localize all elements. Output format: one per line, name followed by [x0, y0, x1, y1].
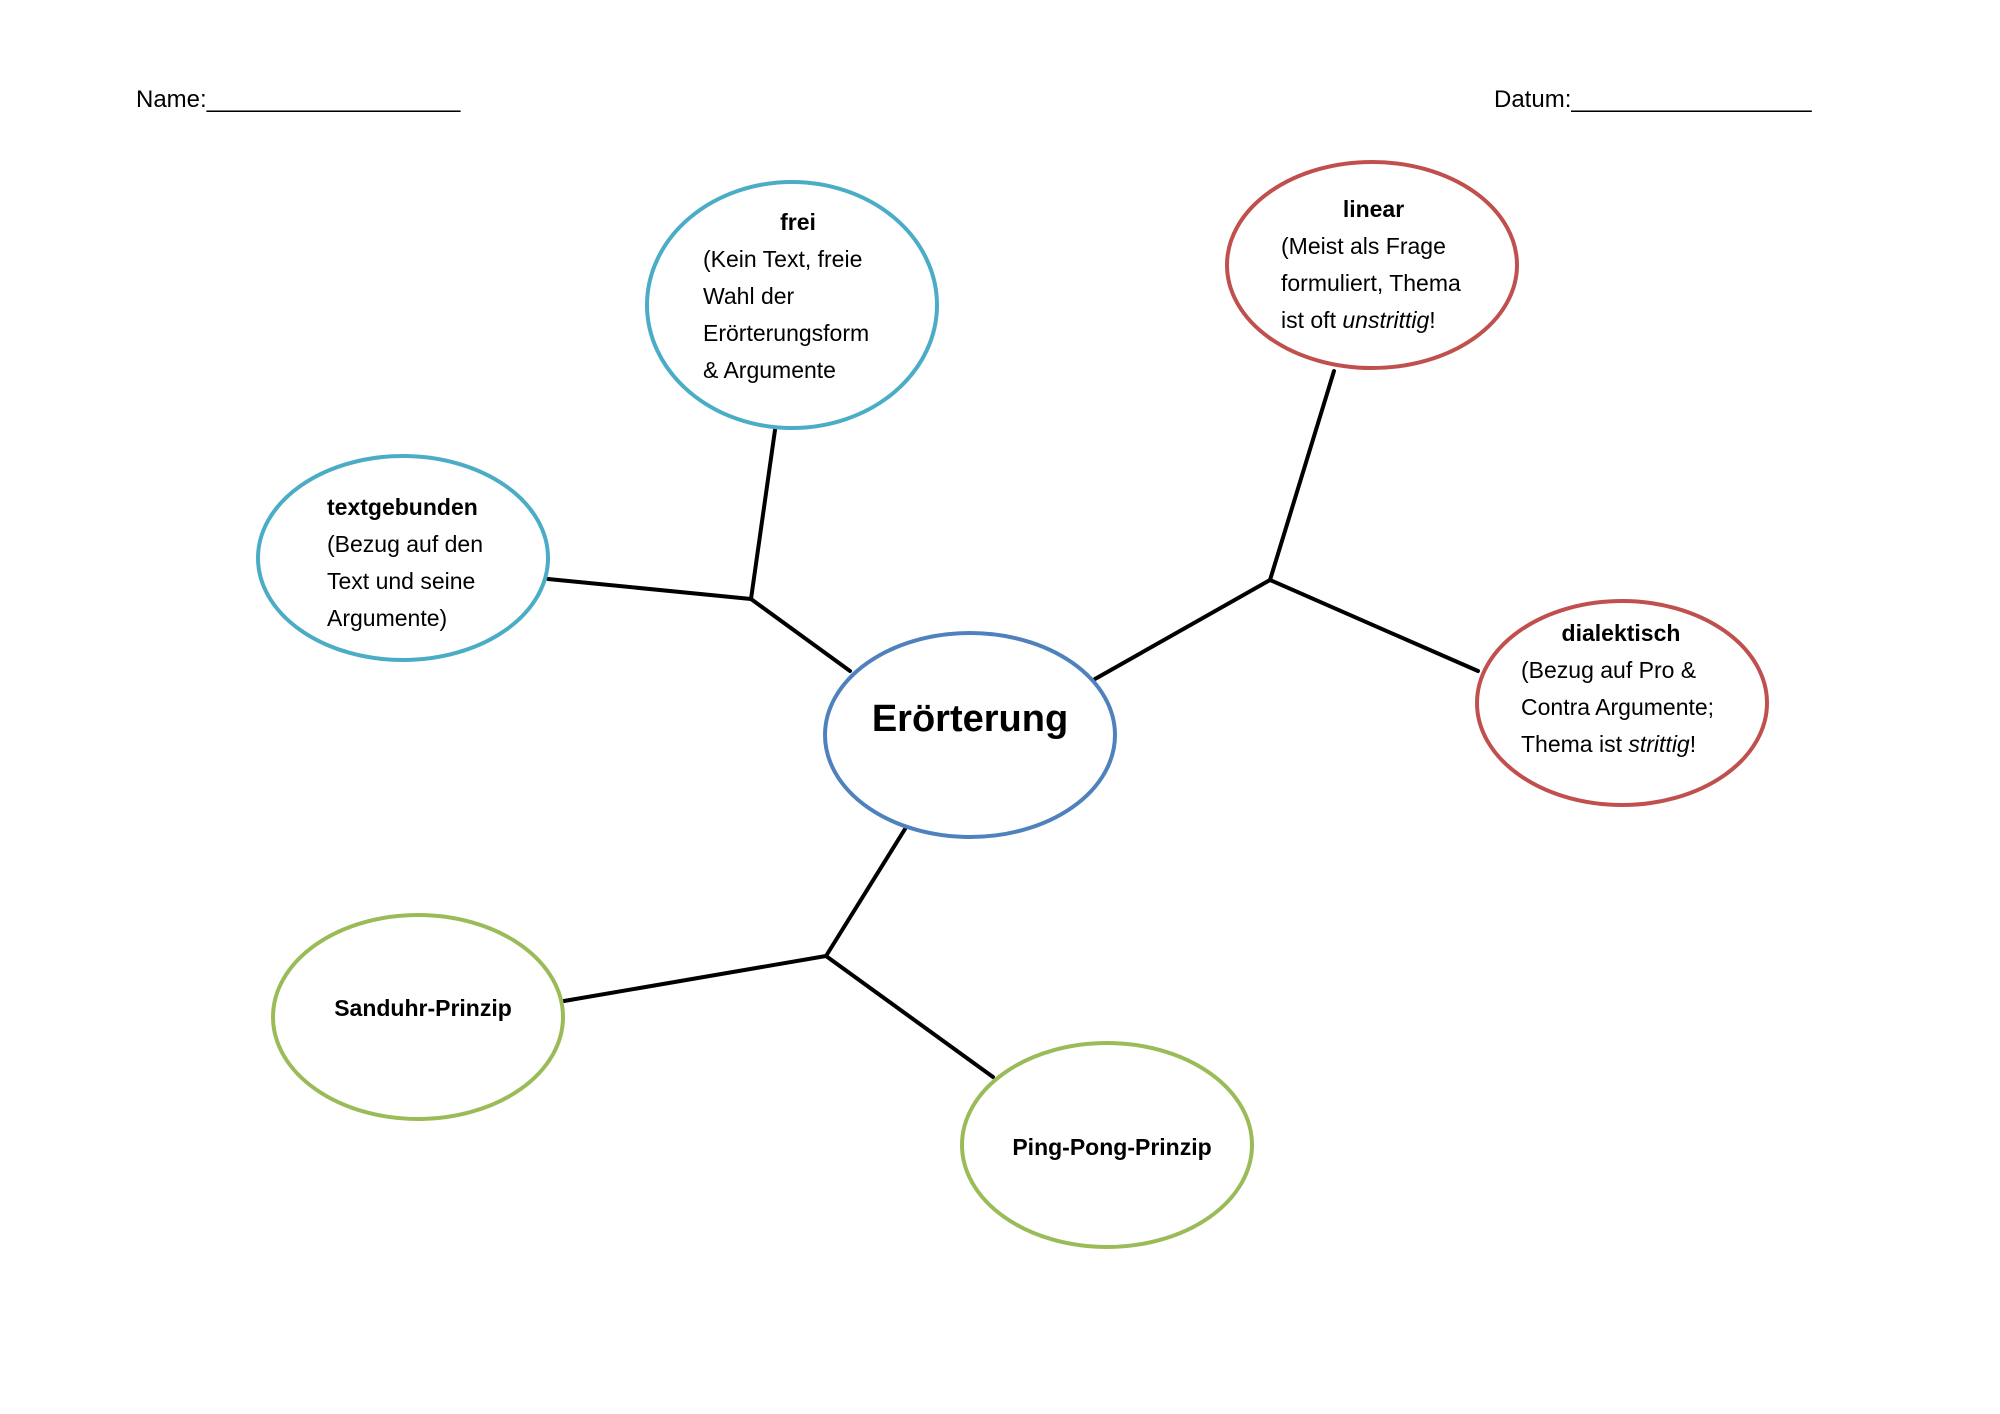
node-pingpong [960, 1041, 1254, 1249]
textgebunden-line-1: (Bezug auf den [327, 531, 484, 557]
linear-line-2: formuliert, Thema [1281, 270, 1461, 296]
frei-text: frei (Kein Text, freie Wahl der Erörteru… [703, 204, 893, 389]
dialektisch-line-3: Thema ist strittig! [1521, 726, 1721, 763]
dialektisch-line-3-suffix: ! [1689, 731, 1697, 757]
node-frei [645, 180, 939, 430]
frei-line-4: & Argumente [703, 357, 836, 383]
textgebunden-line-3: Argumente) [327, 605, 448, 631]
center-node [823, 631, 1117, 839]
center-label: Erörterung [871, 698, 1069, 740]
frei-title: frei [780, 209, 816, 235]
frei-line-2: Wahl der [703, 283, 795, 309]
frei-line-1: (Kein Text, freie [703, 246, 863, 272]
textgebunden-line-2: Text und seine [327, 568, 476, 594]
connector-junction-to-textgebunden [546, 577, 753, 601]
connector-junction-to-sanduhr [562, 954, 828, 1003]
dialektisch-text: dialektisch (Bezug auf Pro & Contra Argu… [1521, 615, 1721, 763]
node-linear [1225, 160, 1519, 370]
connector-junction-to-linear [1268, 369, 1336, 582]
connector-center-to-upper-left-junction [749, 597, 852, 673]
dialektisch-line-2: Contra Argumente; [1521, 694, 1715, 720]
frei-line-3: Erörterungsform [703, 320, 870, 346]
date-field[interactable]: Datum:__________________ [1494, 86, 1812, 113]
linear-line-1: (Meist als Frage [1281, 233, 1446, 259]
linear-line-3-prefix: ist oft [1281, 307, 1343, 333]
linear-line-3-suffix: ! [1429, 307, 1436, 333]
linear-title: linear [1342, 196, 1405, 222]
dialektisch-line-3-italic: strittig [1628, 731, 1690, 757]
connector-junction-to-pingpong [824, 954, 995, 1079]
textgebunden-text: textgebunden (Bezug auf den Text und sei… [327, 489, 483, 637]
node-dialektisch [1475, 599, 1769, 807]
dialektisch-title: dialektisch [1561, 620, 1681, 646]
node-textgebunden [256, 454, 550, 662]
dialektisch-line-3-prefix: Thema ist [1521, 731, 1629, 757]
linear-line-3-italic: unstrittig [1342, 307, 1430, 333]
sanduhr-title: Sanduhr-Prinzip [334, 995, 512, 1021]
name-field[interactable]: Name:___________________ [136, 86, 461, 113]
connector-junction-to-dialektisch [1268, 578, 1480, 673]
connectors [546, 369, 1480, 1079]
textgebunden-title: textgebunden [327, 494, 478, 520]
dialektisch-line-1: (Bezug auf Pro & [1521, 657, 1697, 683]
linear-text: linear (Meist als Frage formuliert, Them… [1281, 191, 1466, 339]
connector-center-to-lower-junction [824, 827, 907, 958]
linear-line-3: ist oft unstrittig! [1281, 302, 1466, 339]
pingpong-title: Ping-Pong-Prinzip [1012, 1134, 1212, 1160]
node-sanduhr [271, 913, 565, 1121]
connector-junction-to-frei [749, 428, 777, 601]
connector-center-to-right-junction [1093, 578, 1272, 681]
